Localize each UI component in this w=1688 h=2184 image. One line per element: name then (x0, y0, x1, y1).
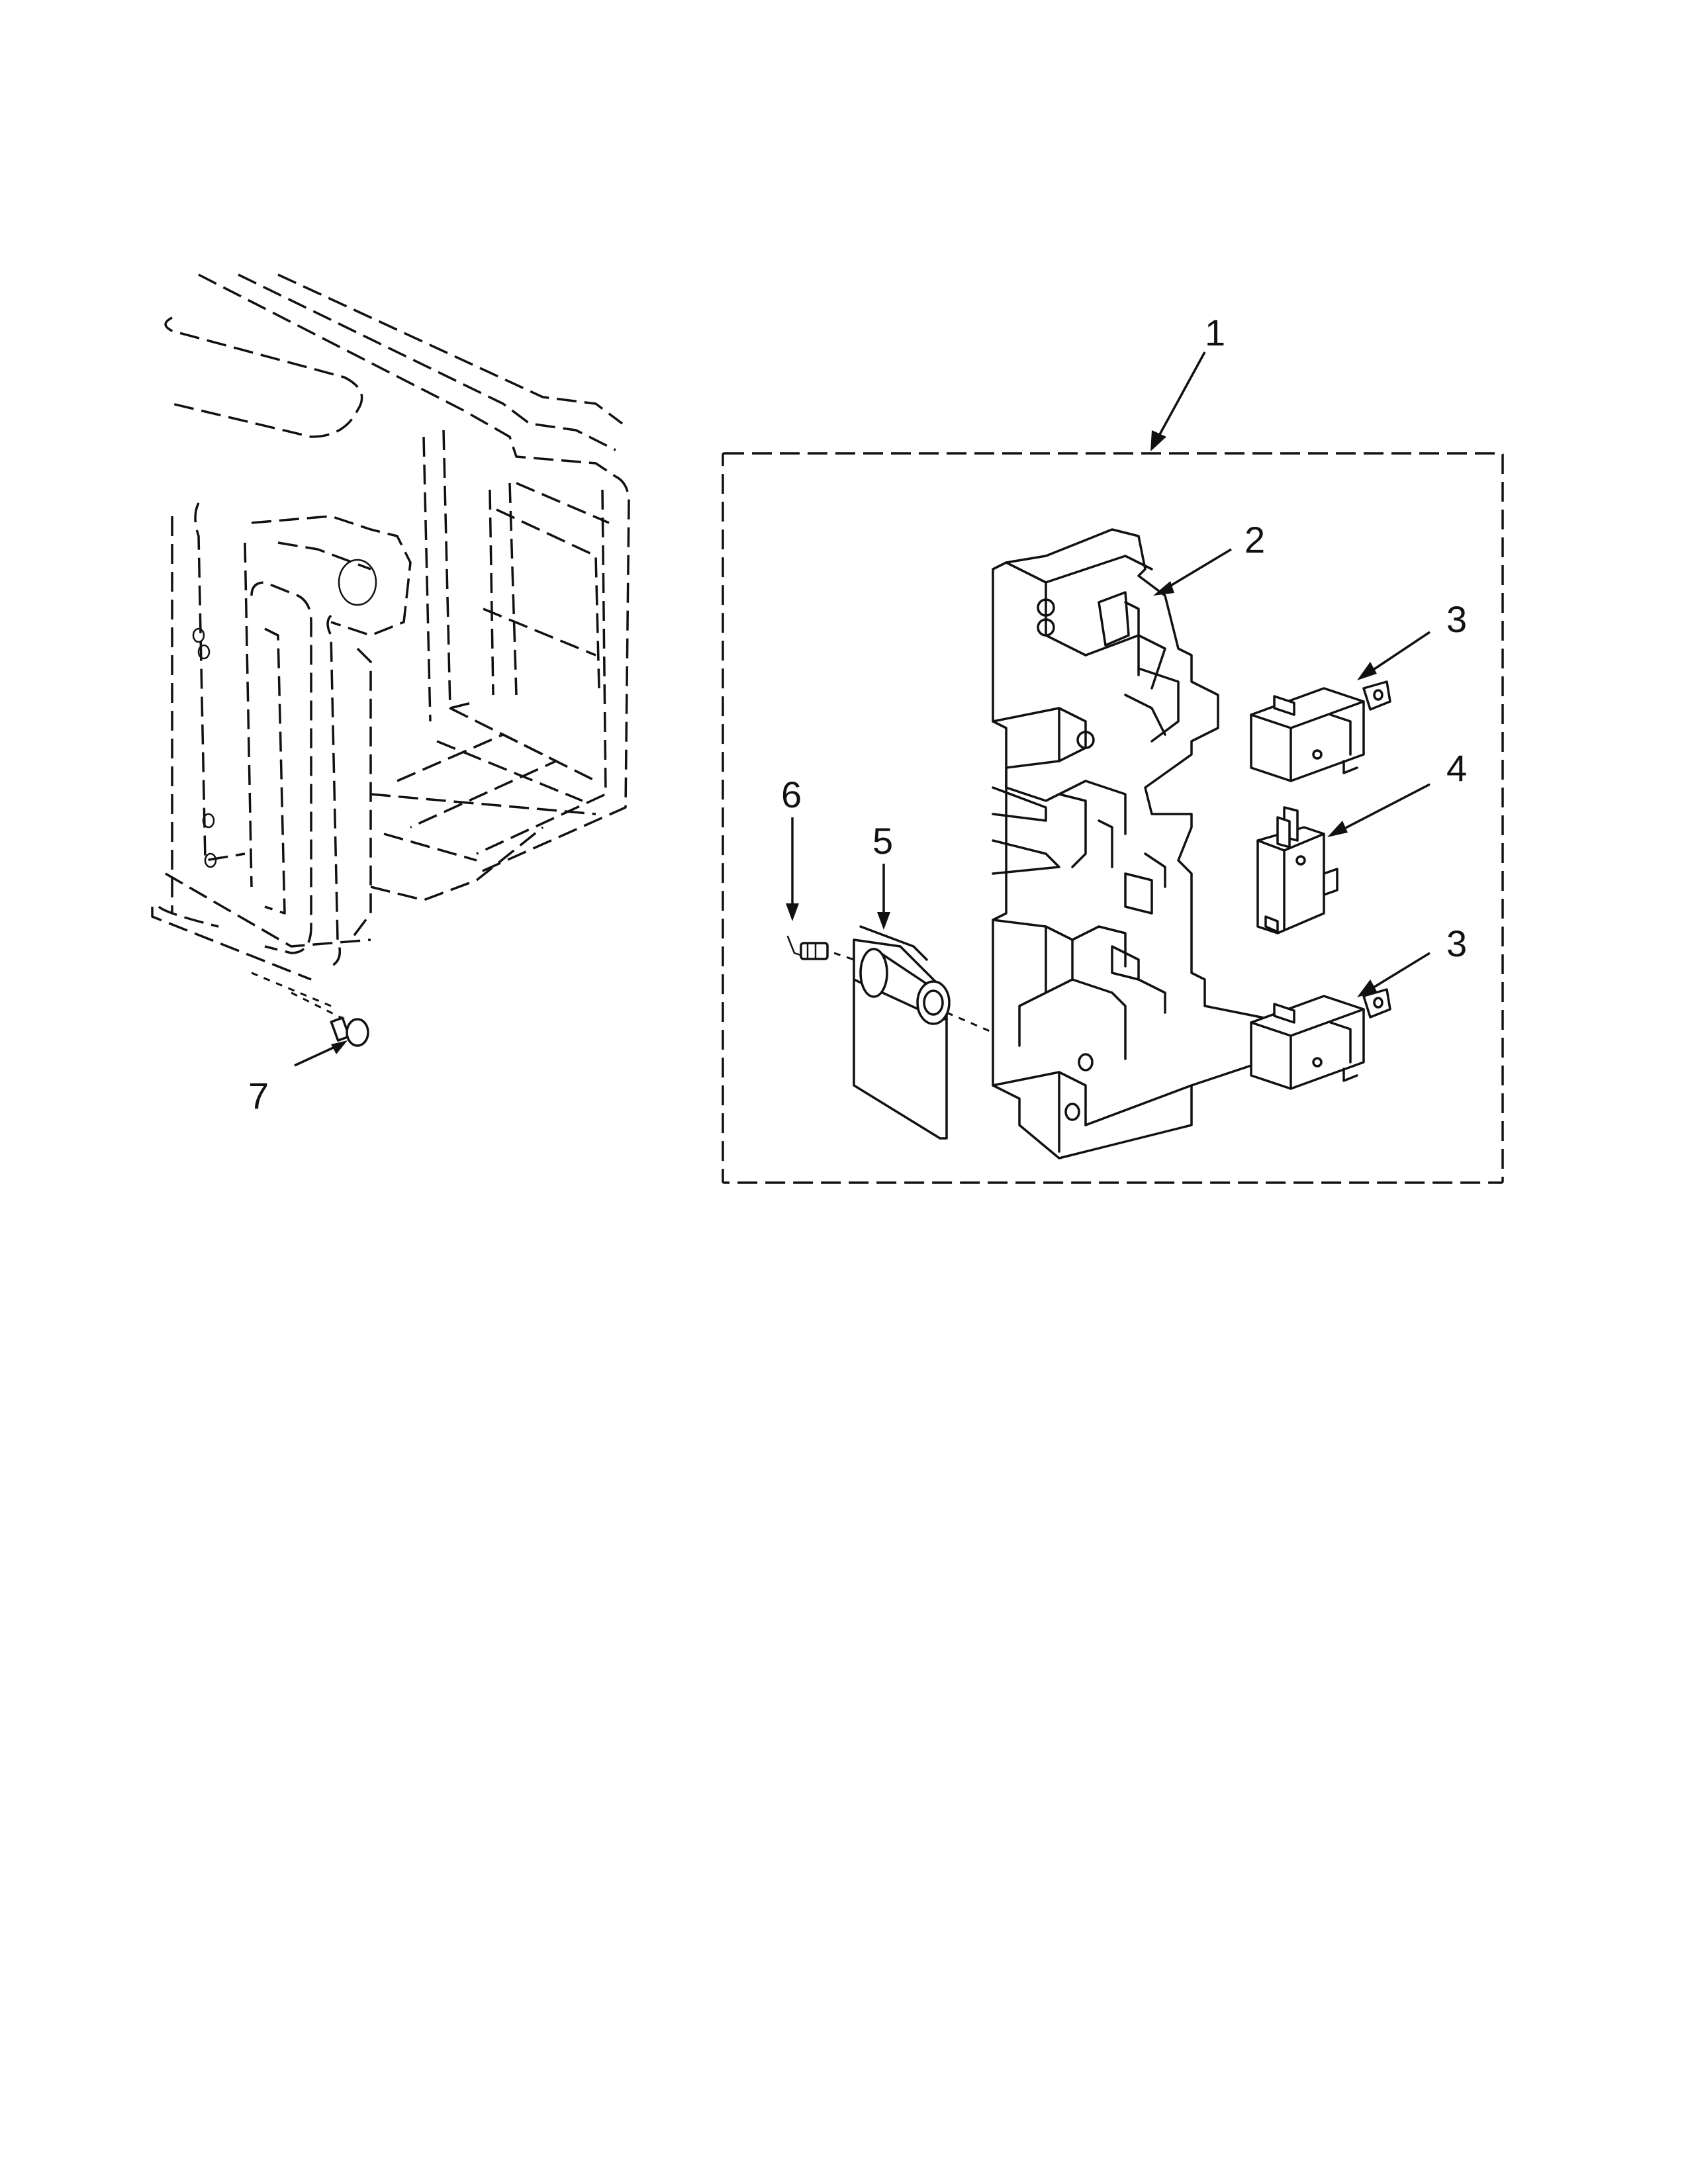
callout-3-lower: 3 (1357, 923, 1467, 997)
callout-5: 5 (872, 820, 893, 930)
callout-6: 6 (781, 774, 802, 921)
callout-3-upper: 3 (1357, 598, 1467, 680)
lever-part-5[interactable] (853, 925, 994, 1140)
micro-switch-part-3-lower[interactable] (1250, 988, 1391, 1090)
callout-3-upper-label: 3 (1446, 598, 1467, 640)
cabinet-mount-holes (192, 559, 377, 868)
micro-switch-part-3-upper[interactable] (1250, 680, 1391, 782)
screw-part-6[interactable] (786, 935, 855, 961)
callout-6-label: 6 (781, 774, 802, 815)
micro-switch-part-4[interactable] (1256, 806, 1338, 934)
screw-part-7[interactable] (291, 991, 369, 1047)
callout-7: 7 (248, 1040, 348, 1116)
latch-board-part-2[interactable] (992, 528, 1272, 1160)
callout-4: 4 (1327, 747, 1467, 837)
callout-7-label: 7 (248, 1075, 269, 1116)
callout-1-label: 1 (1205, 312, 1225, 353)
callout-3-lower-label: 3 (1446, 923, 1467, 964)
callout-1: 1 (1150, 312, 1225, 451)
callout-2-label: 2 (1244, 519, 1265, 561)
kit-boundary-box (722, 452, 1504, 1184)
callout-4-label: 4 (1446, 747, 1467, 789)
callout-2: 2 (1153, 519, 1265, 596)
cabinet-outline (151, 273, 630, 1007)
callout-5-label: 5 (872, 820, 893, 862)
